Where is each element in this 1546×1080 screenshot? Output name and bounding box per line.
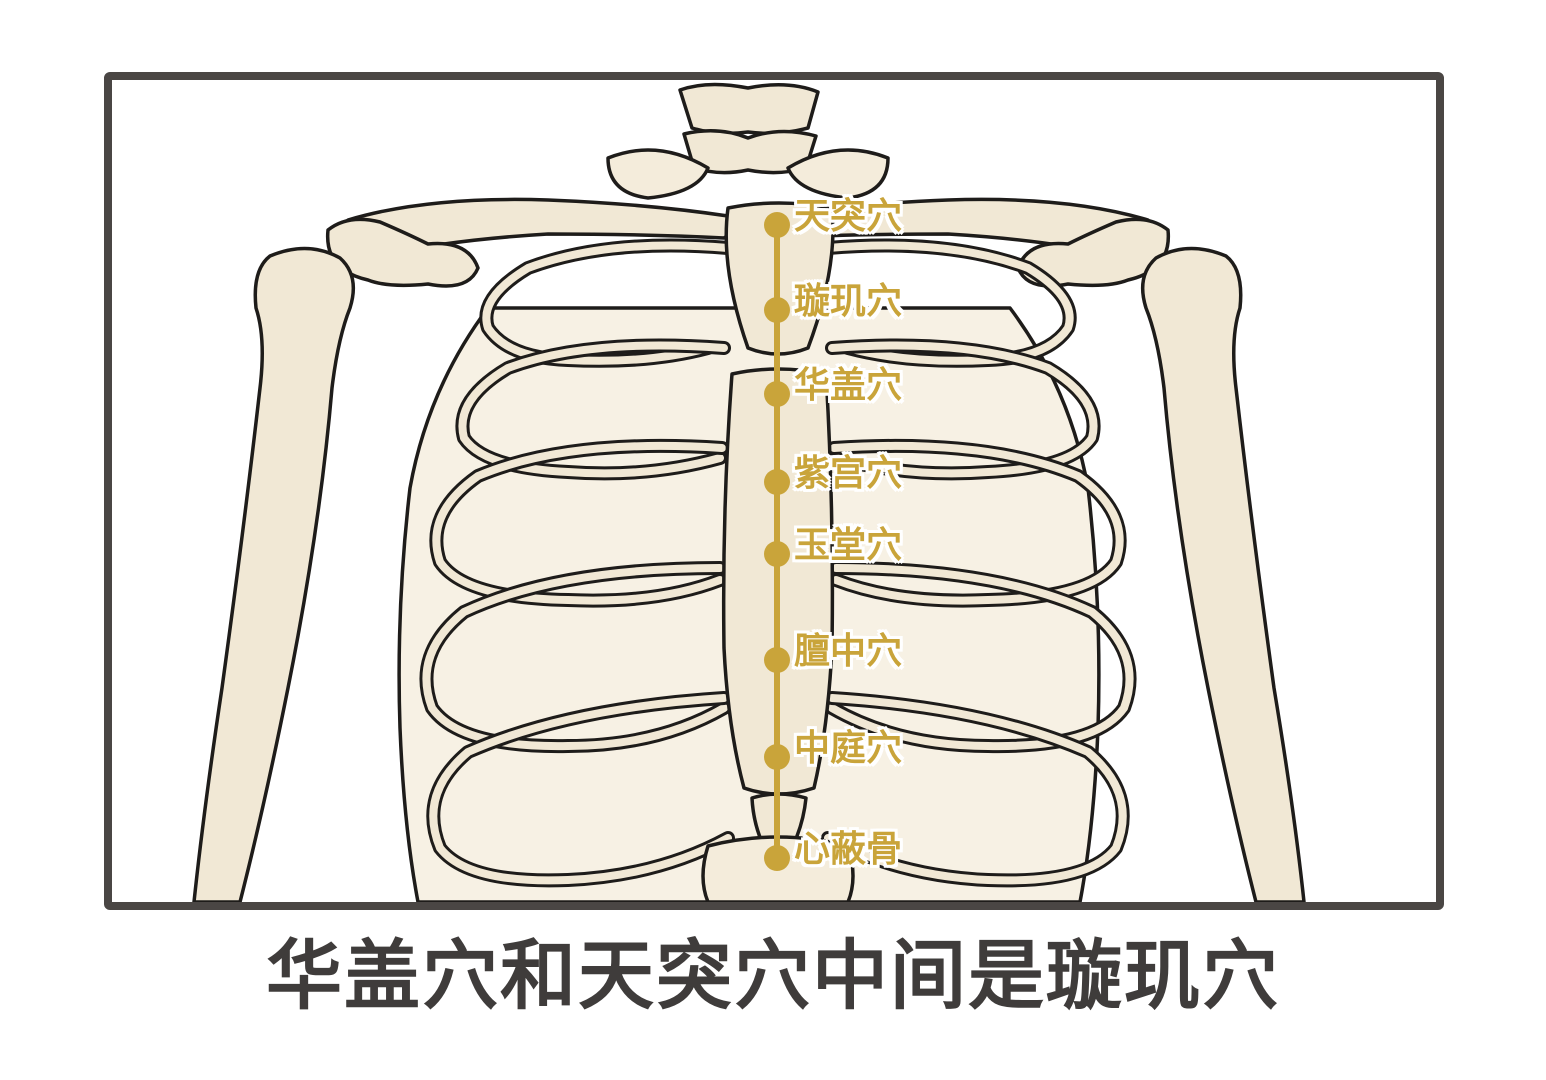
acupoint-label: 璇玑穴	[794, 281, 903, 322]
figure-caption: 华盖穴和天突穴中间是璇玑穴	[266, 931, 1280, 1020]
upper-rib-right	[786, 148, 890, 200]
rib-left-4-fill	[422, 564, 728, 751]
cervical-vertebra	[682, 129, 818, 175]
acupoint-dot	[764, 212, 790, 238]
chest-skeleton-illustration	[192, 82, 1306, 902]
figure-frame	[104, 72, 1444, 910]
skeleton-bones	[192, 82, 1306, 902]
acupoint-label: 天突穴	[794, 196, 903, 237]
acupoint-dot	[764, 744, 790, 770]
shoulder-left	[325, 217, 480, 288]
acupoint-label: 中庭穴	[794, 728, 903, 769]
rib-right-4-fill	[828, 564, 1134, 751]
acupoint-dot	[764, 845, 790, 871]
upper-rib-left	[606, 148, 710, 200]
acupoint-dot	[764, 647, 790, 673]
rib-left-3-fill	[432, 441, 726, 605]
acupoint-layer	[764, 212, 790, 871]
rib-left-5-fill	[429, 694, 732, 885]
acupoint-label: 紫宫穴	[794, 453, 903, 494]
rib-right-2-fill	[828, 341, 1098, 478]
acupoint-dot	[764, 469, 790, 495]
humerus-left	[192, 246, 356, 902]
rib-left-1-fill	[482, 241, 732, 365]
rib-right-1-fill	[824, 241, 1074, 365]
acupoint-dot	[764, 297, 790, 323]
acupoint-dot	[764, 381, 790, 407]
cervical-vertebra	[678, 82, 820, 136]
acupoint-label: 华盖穴	[794, 365, 903, 406]
acupoint-label: 心蔽骨	[794, 829, 903, 870]
acupoint-label: 膻中穴	[794, 631, 903, 672]
humerus-right	[1140, 246, 1306, 902]
rib-right-5-fill	[824, 694, 1127, 885]
rib-right-3-fill	[830, 441, 1124, 605]
acupoint-label: 玉堂穴	[794, 525, 903, 566]
rib-left-2-fill	[458, 341, 728, 478]
acupoint-dot	[764, 541, 790, 567]
